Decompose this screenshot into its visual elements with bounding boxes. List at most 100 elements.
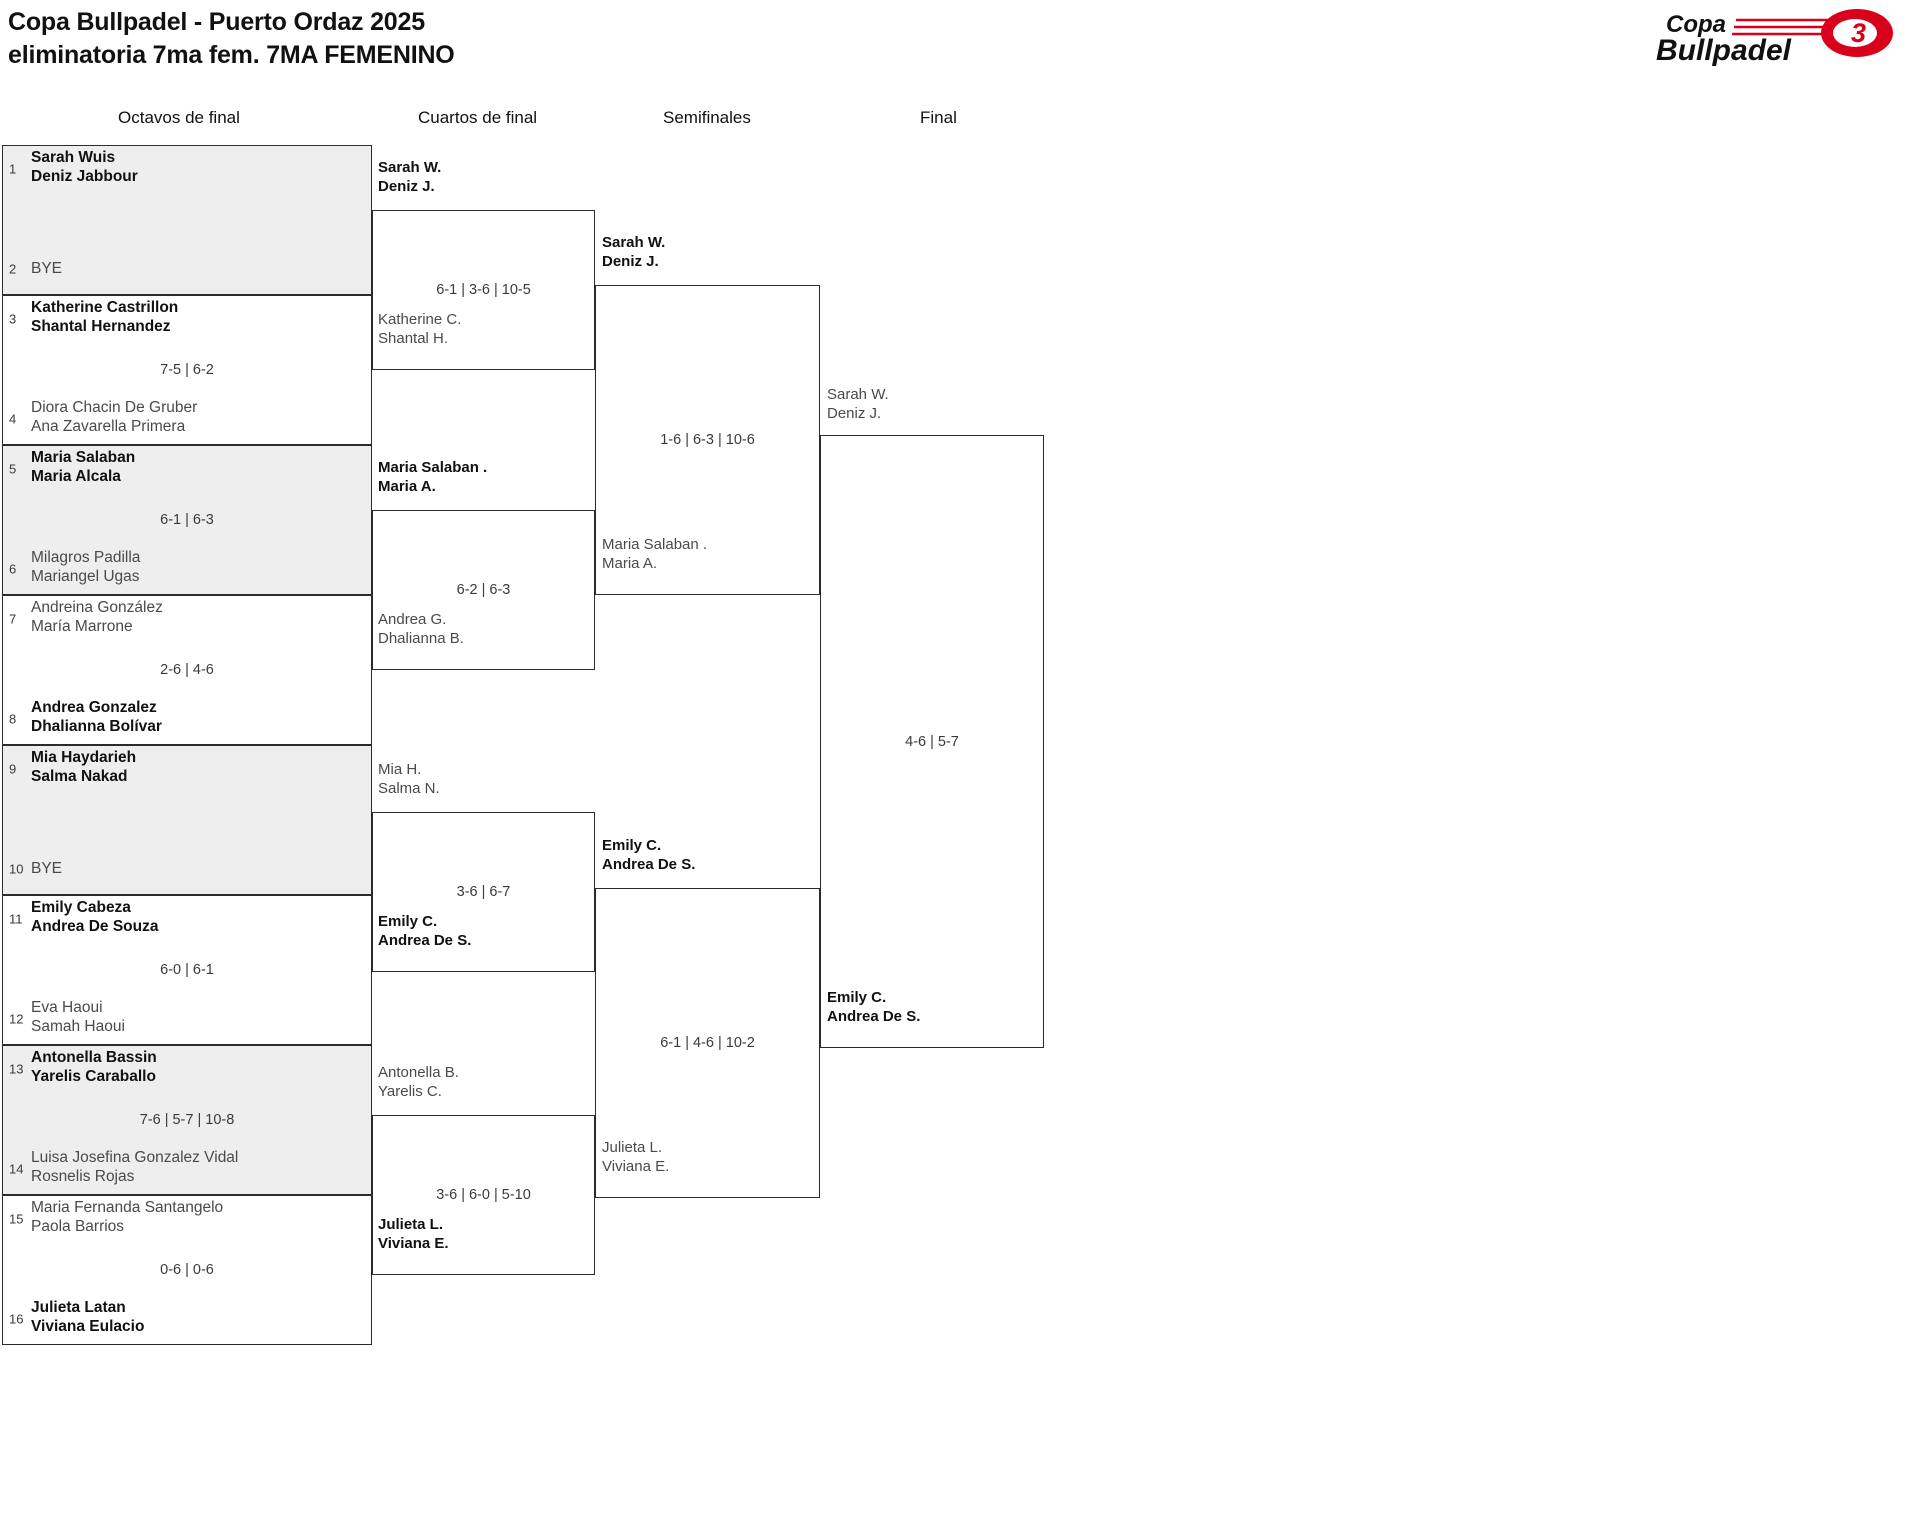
team-names: Andrea Gonzalez Dhalianna Bolívar — [31, 699, 162, 735]
r1-slot-seed-15[interactable]: 15 Maria Fernanda Santangelo Paola Barri… — [3, 1198, 371, 1240]
r1-slot-seed-3[interactable]: 3 Katherine Castrillon Shantal Hernandez — [3, 298, 371, 340]
team-names: Sarah Wuis Deniz Jabbour — [31, 149, 138, 185]
seed-number: 16 — [9, 1311, 24, 1327]
seed-number: 3 — [9, 311, 17, 327]
team-names: Andreina González María Marrone — [31, 599, 163, 635]
round-header-cuartos: Cuartos de final — [418, 108, 538, 127]
match-score: 1-6 | 6-3 | 10-6 — [660, 432, 755, 448]
r3-match-2[interactable]: 6-1 | 4-6 | 10-2 — [595, 888, 820, 1198]
seed-number: 5 — [9, 461, 17, 477]
r3-entrant-bottom-1: Maria Salaban . Maria A. — [602, 536, 708, 572]
r2-entrant-bottom-1: Katherine C. Shantal H. — [378, 311, 462, 347]
team-names: Mia Haydarieh Salma Nakad — [31, 749, 137, 785]
seed-number: 14 — [9, 1161, 24, 1177]
team-names: Antonella Bassin Yarelis Caraballo — [31, 1049, 157, 1085]
match-score: 3-6 | 6-0 | 5-10 — [436, 1187, 531, 1203]
r1-slot-seed-7[interactable]: 7 Andreina González María Marrone — [3, 598, 371, 640]
team-names: Diora Chacin De Gruber Ana Zavarella Pri… — [31, 399, 198, 435]
seed-number: 11 — [9, 911, 23, 927]
r3-entrant-top-1: Sarah W. Deniz J. — [602, 234, 666, 270]
round-header-semifinales: Semifinales — [663, 108, 751, 127]
r1-match-6[interactable]: 11 Emily Cabeza Andrea De Souza 6-0 | 6-… — [2, 895, 372, 1045]
logo-word-bullpadel: Bullpadel — [1656, 34, 1792, 67]
match-score: 6-1 | 6-3 — [160, 512, 214, 528]
r4-entrant-bottom: Emily C. Andrea De S. — [827, 989, 921, 1025]
r1-match-2[interactable]: 3 Katherine Castrillon Shantal Hernandez… — [2, 295, 372, 445]
page-title: Copa Bullpadel - Puerto Ordaz 2025 elimi… — [8, 8, 455, 69]
r1-match-5[interactable]: 9 Mia Haydarieh Salma Nakad 10 BYE — [2, 745, 372, 895]
r4-match-final[interactable]: 4-6 | 5-7 — [820, 435, 1044, 1048]
match-score: 6-1 | 4-6 | 10-2 — [660, 1035, 755, 1051]
r1-slot-seed-14[interactable]: 14 Luisa Josefina Gonzalez Vidal Rosneli… — [3, 1148, 371, 1190]
page-header: Copa Bullpadel - Puerto Ordaz 2025 elimi… — [0, 0, 1920, 100]
r4-entrant-top: Sarah W. Deniz J. — [827, 386, 889, 422]
logo-word-copa: Copa — [1666, 11, 1726, 38]
seed-number: 12 — [9, 1011, 24, 1027]
copa-bullpadel-logo: 3 Copa Bullpadel — [1652, 6, 1902, 68]
seed-number: 7 — [9, 611, 17, 627]
r2-entrant-top-4: Antonella B. Yarelis C. — [378, 1064, 459, 1100]
r1-slot-seed-9[interactable]: 9 Mia Haydarieh Salma Nakad — [3, 748, 371, 790]
r2-entrant-bottom-2: Andrea G. Dhalianna B. — [378, 611, 464, 647]
team-names: Emily Cabeza Andrea De Souza — [31, 899, 159, 935]
r2-entrant-top-3: Mia H. Salma N. — [378, 761, 440, 797]
logo-svg: 3 Copa Bullpadel — [1656, 9, 1893, 67]
r1-match-8[interactable]: 15 Maria Fernanda Santangelo Paola Barri… — [2, 1195, 372, 1345]
logo-emblem-glyph: 3 — [1851, 18, 1866, 48]
r1-slot-seed-4[interactable]: 4 Diora Chacin De Gruber Ana Zavarella P… — [3, 398, 371, 440]
seed-number: 4 — [9, 411, 17, 427]
seed-number: 1 — [9, 161, 17, 177]
match-score: 2-6 | 4-6 — [160, 662, 214, 678]
match-score: 6-0 | 6-1 — [160, 962, 214, 978]
r1-slot-seed-2[interactable]: 2 BYE — [3, 248, 371, 290]
r2-match-1[interactable]: 6-1 | 3-6 | 10-5 — [372, 210, 595, 370]
r2-entrant-bottom-3: Emily C. Andrea De S. — [378, 913, 472, 949]
match-score: 6-1 | 3-6 | 10-5 — [436, 282, 531, 298]
r1-match-1[interactable]: 1 Sarah Wuis Deniz Jabbour 2 BYE — [2, 145, 372, 295]
team-names: BYE — [31, 860, 63, 877]
r2-entrant-top-2: Maria Salaban . Maria A. — [378, 459, 488, 495]
r2-match-4[interactable]: 3-6 | 6-0 | 5-10 — [372, 1115, 595, 1275]
r1-match-4[interactable]: 7 Andreina González María Marrone 2-6 | … — [2, 595, 372, 745]
r1-slot-seed-1[interactable]: 1 Sarah Wuis Deniz Jabbour — [3, 148, 371, 190]
r1-match-3[interactable]: 5 Maria Salaban Maria Alcala 6-1 | 6-3 6… — [2, 445, 372, 595]
r1-slot-seed-5[interactable]: 5 Maria Salaban Maria Alcala — [3, 448, 371, 490]
r2-entrant-top-1: Sarah W. Deniz J. — [378, 159, 442, 195]
seed-number: 2 — [9, 261, 17, 277]
r1-slot-seed-10[interactable]: 10 BYE — [3, 848, 371, 890]
seed-number: 13 — [9, 1061, 24, 1077]
r1-slot-seed-8[interactable]: 8 Andrea Gonzalez Dhalianna Bolívar — [3, 698, 371, 740]
team-names: Katherine Castrillon Shantal Hernandez — [31, 299, 179, 335]
match-score: 7-5 | 6-2 — [160, 362, 214, 378]
seed-number: 9 — [9, 761, 17, 777]
team-names: Eva Haoui Samah Haoui — [31, 999, 125, 1035]
team-names: Maria Fernanda Santangelo Paola Barrios — [31, 1199, 224, 1235]
r2-match-3[interactable]: 3-6 | 6-7 — [372, 812, 595, 972]
match-score: 6-2 | 6-3 — [456, 582, 511, 598]
seed-number: 6 — [9, 561, 17, 577]
r1-match-7[interactable]: 13 Antonella Bassin Yarelis Caraballo 7-… — [2, 1045, 372, 1195]
team-names: BYE — [31, 260, 63, 277]
r3-match-1[interactable]: 1-6 | 6-3 | 10-6 — [595, 285, 820, 595]
seed-number: 10 — [9, 861, 24, 877]
r1-slot-seed-16[interactable]: 16 Julieta Latan Viviana Eulacio — [3, 1298, 371, 1340]
r1-slot-seed-12[interactable]: 12 Eva Haoui Samah Haoui — [3, 998, 371, 1040]
match-score: 7-6 | 5-7 | 10-8 — [139, 1112, 235, 1128]
r2-entrant-bottom-4: Julieta L. Viviana E. — [378, 1216, 449, 1252]
team-names: Luisa Josefina Gonzalez Vidal Rosnelis R… — [31, 1149, 239, 1185]
r2-match-2[interactable]: 6-2 | 6-3 — [372, 510, 595, 670]
round-header-octavos: Octavos de final — [118, 108, 240, 127]
r1-slot-seed-11[interactable]: 11 Emily Cabeza Andrea De Souza — [3, 898, 371, 940]
r3-entrant-top-2: Emily C. Andrea De S. — [602, 837, 696, 873]
match-score: 0-6 | 0-6 — [160, 1262, 214, 1278]
r3-entrant-bottom-2: Julieta L. Viviana E. — [602, 1139, 670, 1175]
match-score: 4-6 | 5-7 — [905, 733, 959, 750]
r1-slot-seed-13[interactable]: 13 Antonella Bassin Yarelis Caraballo — [3, 1048, 371, 1090]
seed-number: 15 — [9, 1211, 24, 1227]
match-score: 3-6 | 6-7 — [456, 884, 511, 900]
team-names: Milagros Padilla Mariangel Ugas — [31, 549, 141, 585]
seed-number: 8 — [9, 711, 17, 727]
logo-emblem-icon: 3 — [1821, 9, 1893, 57]
r1-slot-seed-6[interactable]: 6 Milagros Padilla Mariangel Ugas — [3, 548, 371, 590]
team-names: Julieta Latan Viviana Eulacio — [31, 1299, 145, 1335]
